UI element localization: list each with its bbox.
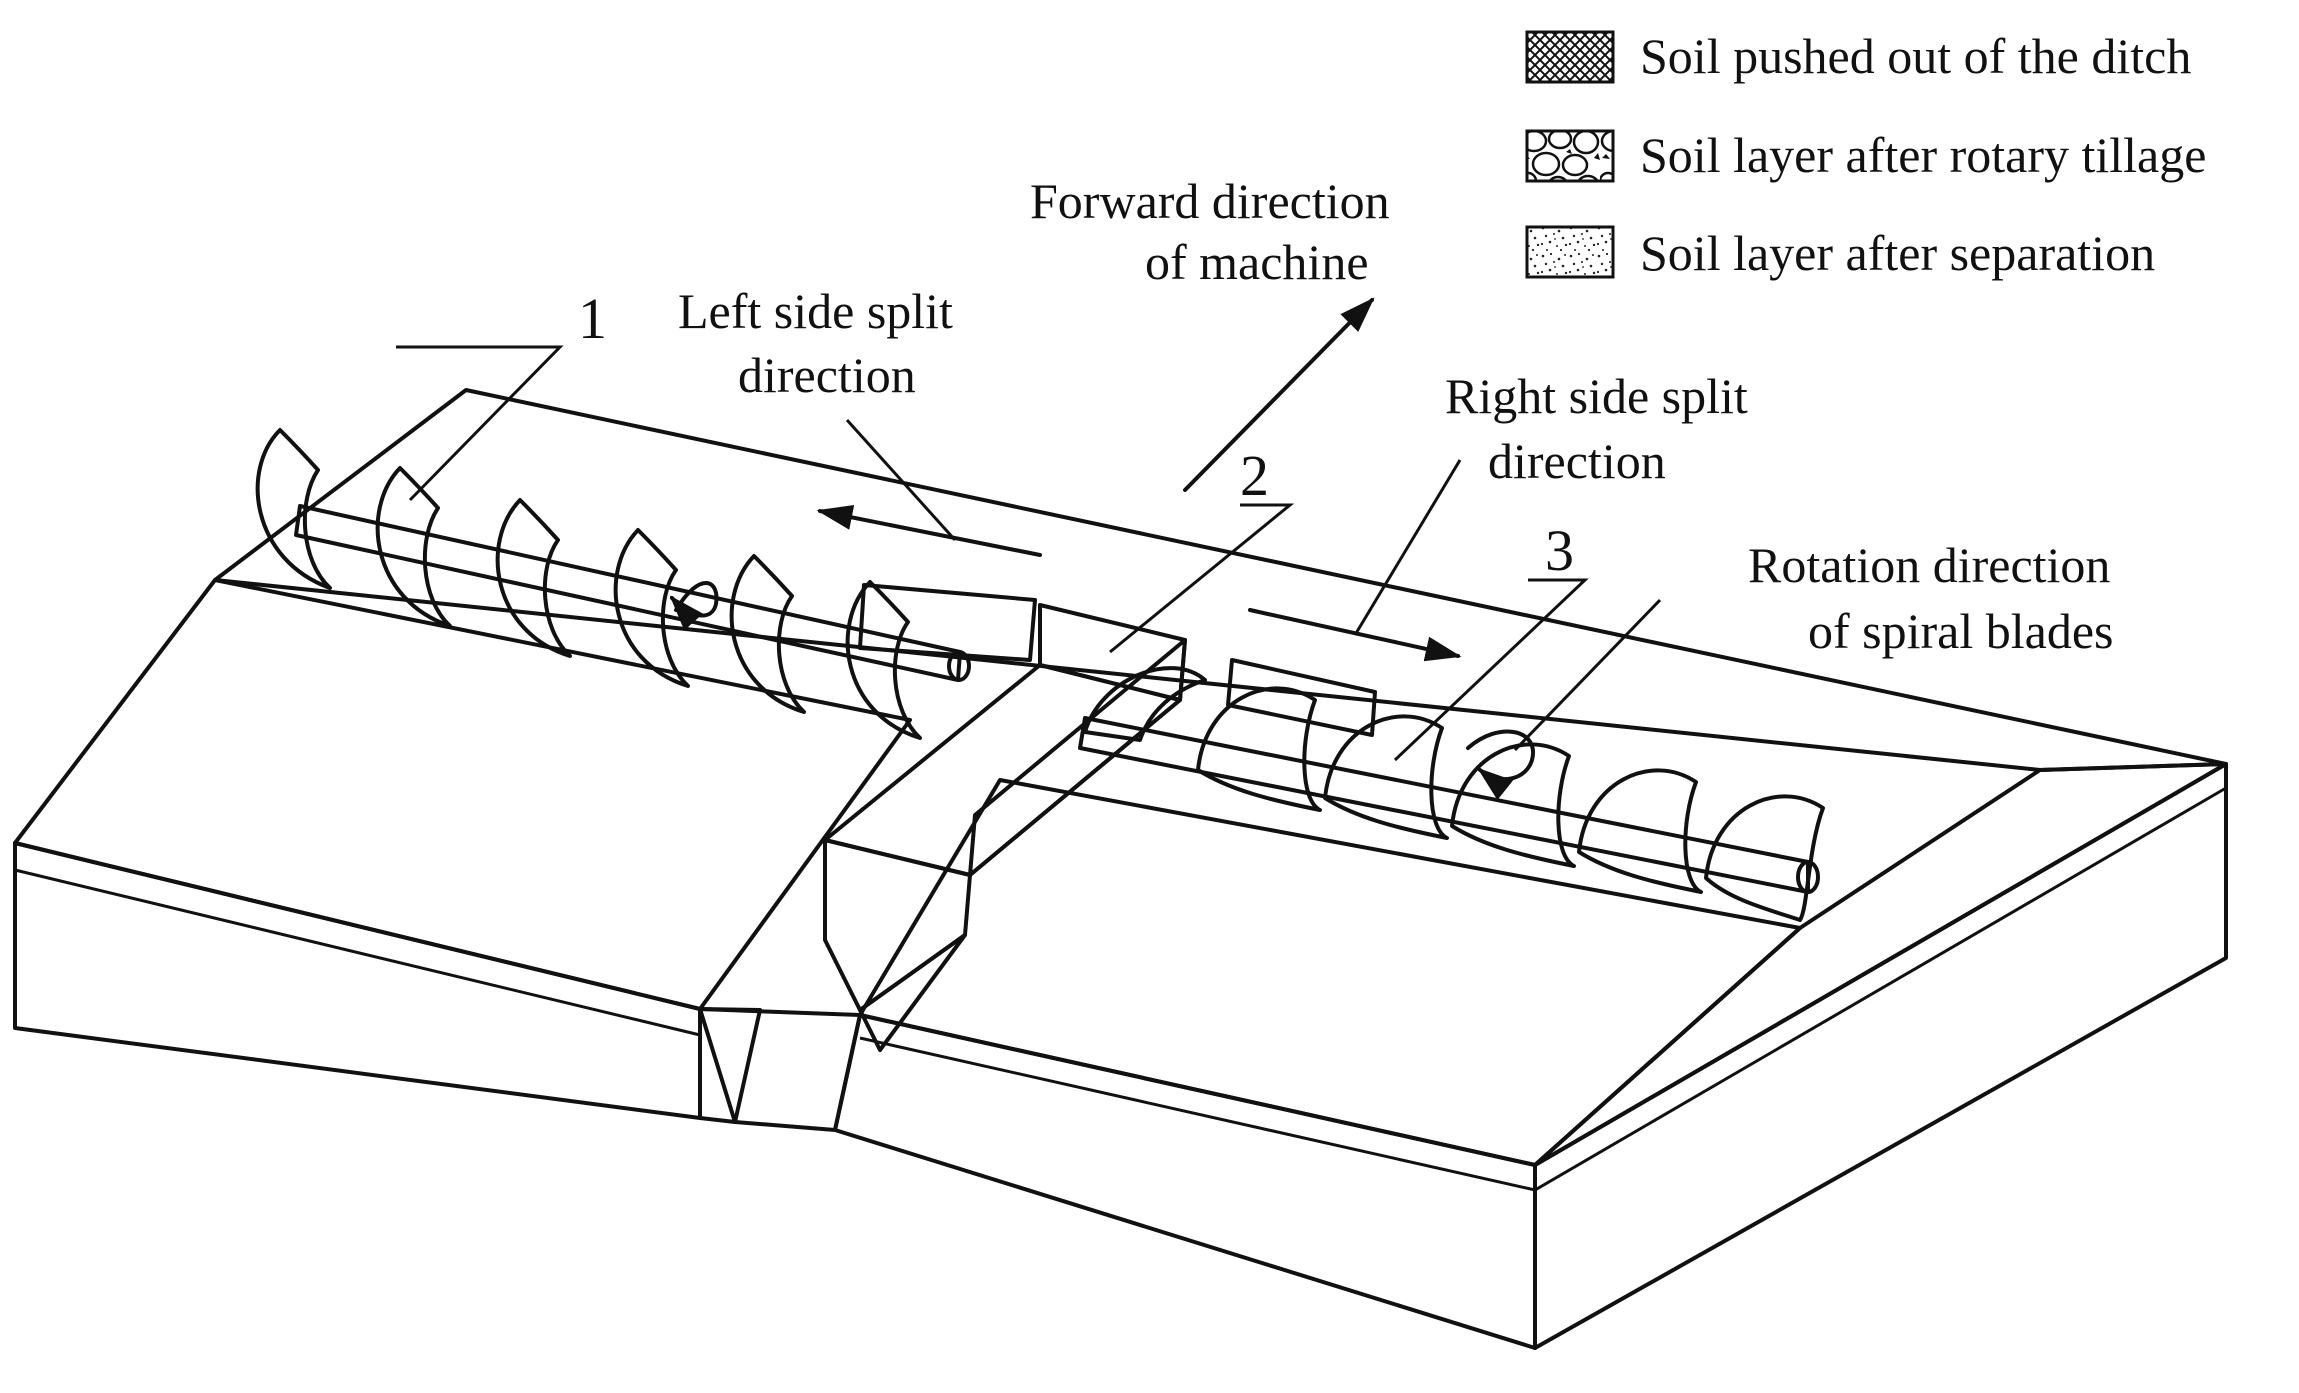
right-blade-6: [1704, 794, 1825, 922]
left-blade-4: [613, 528, 690, 688]
legend-label-pushed-soil: Soil pushed out of the ditch: [1640, 28, 2191, 84]
left-split-label-1: Left side split: [678, 283, 953, 339]
left-spiral-rotor: [255, 428, 971, 740]
legend: Soil pushed out of the ditch Soil layer …: [1525, 28, 2206, 281]
right-separated-layer: [858, 778, 1802, 1167]
right-side-strip: [1533, 762, 2228, 1167]
leader-right-split: [1353, 459, 1462, 636]
legend-swatch-pebbles: [1525, 129, 1615, 183]
right-rotation-arrow: [1466, 729, 1536, 801]
ditch-bottom: [698, 1007, 862, 1132]
part-number-2: 2: [1240, 443, 1269, 508]
right-split-label-1: Right side split: [1445, 368, 1748, 424]
leader-part-2: [1109, 503, 1295, 654]
leader-left-split: [845, 418, 957, 542]
block-right-front-face: [833, 1013, 1537, 1350]
left-blade-1: [255, 428, 332, 590]
rotation-direction-label-1: Rotation direction: [1748, 537, 2110, 593]
pushed-soil-left: [858, 583, 1037, 662]
right-surface-edge: [859, 786, 2227, 1192]
right-blade-4: [1450, 742, 1576, 868]
pushed-soil-right: [1226, 658, 1377, 737]
right-blade-3: [1323, 714, 1449, 840]
block-right-side-face: [1533, 762, 2228, 1350]
left-blade-6: [845, 580, 922, 740]
leader-rotation: [1513, 598, 1662, 752]
block-left-front-face: [13, 841, 702, 1120]
left-blade-2: [375, 466, 452, 628]
right-blade-2: [1196, 686, 1322, 812]
forward-direction-label-2: of machine: [1145, 234, 1369, 290]
rotation-direction-label-2: of spiral blades: [1808, 603, 2113, 659]
forward-direction-arrow: [1183, 297, 1375, 492]
left-separated-layer: [13, 578, 912, 1011]
legend-swatch-crosshatch: [1525, 30, 1615, 84]
part-number-1: 1: [578, 286, 607, 351]
left-blade-3: [495, 498, 572, 658]
left-split-arrow: [816, 504, 1042, 557]
legend-label-tillage-layer: Soil layer after rotary tillage: [1640, 127, 2206, 183]
right-split-arrow: [1248, 608, 1462, 662]
left-rotation-arrow: [669, 581, 719, 631]
part-number-3: 3: [1545, 518, 1574, 583]
left-surface-edge: [14, 868, 701, 1037]
right-rotor-shaft: [1078, 716, 1810, 894]
legend-swatch-stipple: [1525, 225, 1615, 279]
right-spiral-rotor: [1078, 666, 1825, 922]
forward-direction-label-1: Forward direction: [1030, 173, 1390, 229]
right-split-label-2: direction: [1488, 433, 1666, 489]
right-blade-5: [1577, 768, 1703, 894]
legend-label-separation-layer: Soil layer after separation: [1640, 225, 2155, 281]
leader-part-1: [396, 345, 564, 502]
left-blade-5: [729, 554, 806, 714]
right-blade-1: [1083, 666, 1207, 742]
left-split-label-2: direction: [738, 347, 916, 403]
leader-part-3: [1393, 578, 1589, 762]
